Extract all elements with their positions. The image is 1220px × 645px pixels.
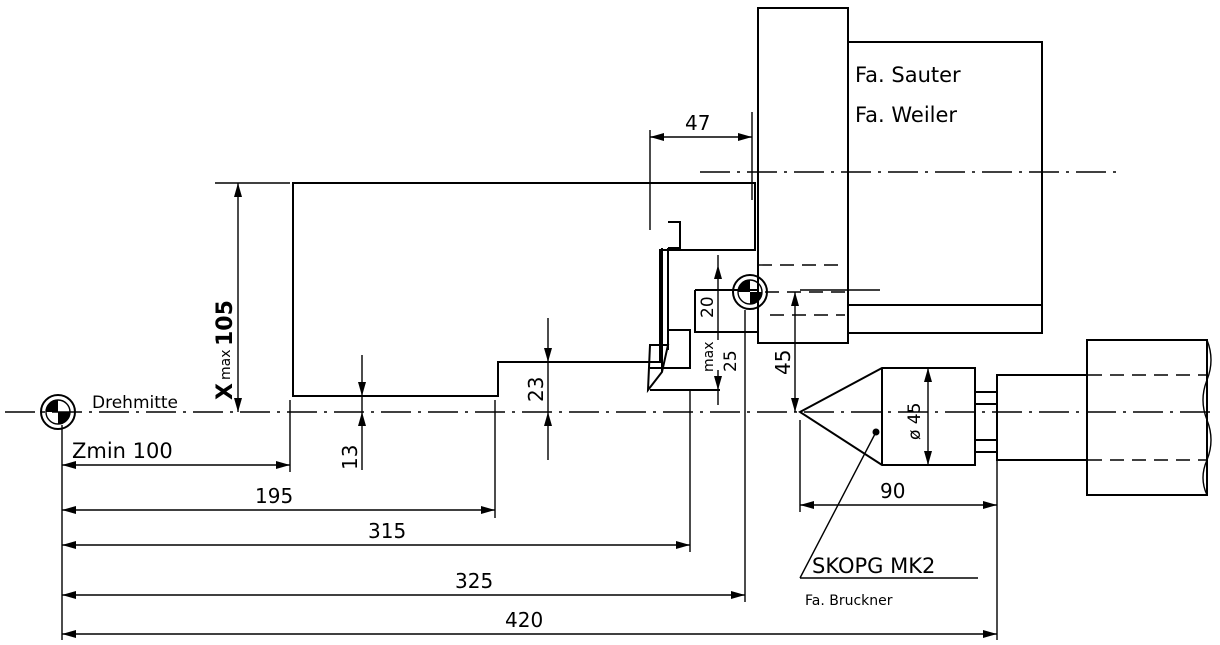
label-company-weiler: Fa. Weiler bbox=[855, 103, 957, 127]
dimension-45 bbox=[791, 292, 799, 412]
label-dim-195: 195 bbox=[255, 484, 293, 508]
label-dim-23: 23 bbox=[524, 377, 548, 402]
dimension-90 bbox=[799, 420, 998, 640]
label-xmax-val: 105 bbox=[213, 300, 238, 346]
dimension-xmax bbox=[215, 182, 290, 412]
label-company-sauter: Fa. Sauter bbox=[855, 63, 961, 87]
label-zmin: Zmin 100 bbox=[72, 439, 173, 463]
live-center bbox=[798, 339, 1212, 579]
label-dim-20: 20 bbox=[698, 296, 718, 318]
label-dim-47: 47 bbox=[685, 111, 710, 135]
label-product: SKOPG MK2 bbox=[812, 554, 935, 578]
label-xmax-x: X bbox=[213, 383, 238, 400]
dimension-20 bbox=[714, 255, 722, 340]
dimension-47 bbox=[649, 112, 753, 230]
label-dim-13: 13 bbox=[338, 445, 362, 470]
dimension-diameter-45 bbox=[924, 368, 932, 465]
turning-center-symbol bbox=[40, 394, 76, 430]
label-dim-420: 420 bbox=[505, 608, 543, 632]
baseline-dimensions bbox=[61, 310, 997, 640]
label-dim-25: 25 bbox=[721, 350, 741, 372]
label-dim-90: 90 bbox=[880, 479, 905, 503]
label-dim-45: 45 bbox=[771, 350, 795, 375]
label-diameter-45: ø 45 bbox=[905, 403, 925, 440]
label-dim-315: 315 bbox=[368, 519, 406, 543]
dimension-25 bbox=[714, 370, 722, 405]
dimension-23 bbox=[544, 318, 552, 460]
label-turning-center: Drehmitte bbox=[92, 393, 178, 413]
tool-carriage bbox=[757, 7, 1043, 344]
label-xmax: X max 105 bbox=[213, 300, 238, 400]
label-max: max bbox=[701, 341, 717, 372]
tool-center-symbol bbox=[732, 274, 768, 310]
label-company-bruckner: Fa. Bruckner bbox=[805, 593, 893, 609]
tool-holder bbox=[646, 221, 758, 394]
dimension-13 bbox=[358, 355, 366, 470]
label-dim-325: 325 bbox=[455, 569, 493, 593]
label-xmax-sub: max bbox=[218, 349, 234, 380]
